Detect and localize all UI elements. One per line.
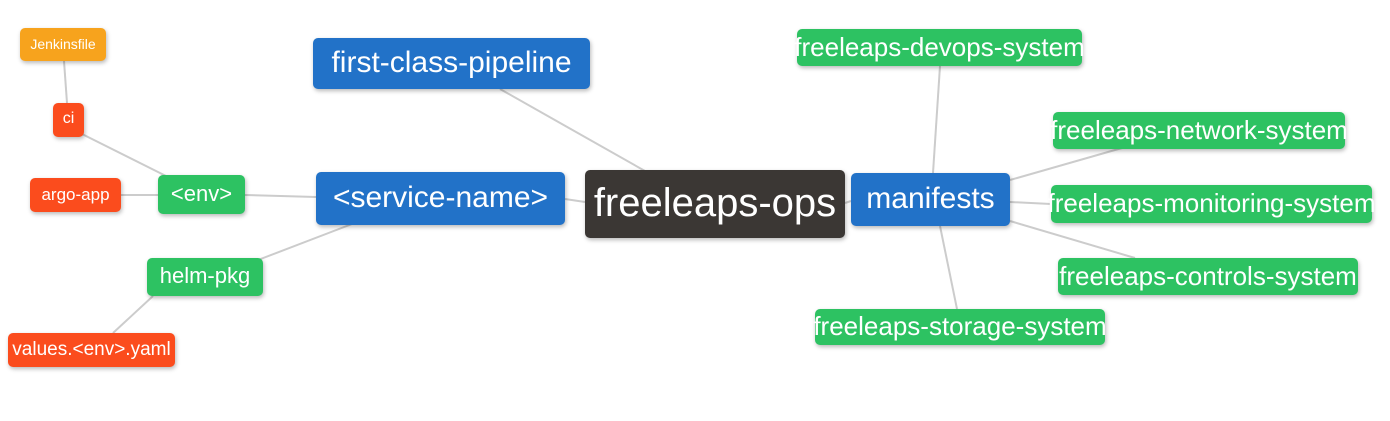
node-label: first-class-pipeline xyxy=(331,45,572,79)
node-service-name[interactable]: <service-name> xyxy=(316,172,565,225)
node-devops-system[interactable]: freeleaps-devops-system xyxy=(794,29,1085,66)
edge-env-to-service-name xyxy=(244,194,317,198)
node-values-env-yaml[interactable]: values.<env>.yaml xyxy=(8,333,175,367)
node-freeleaps-ops[interactable]: freeleaps-ops xyxy=(585,170,845,238)
node-label: values.<env>.yaml xyxy=(12,338,171,360)
node-manifests[interactable]: manifests xyxy=(851,173,1010,226)
edge-manifests-to-monitoring-system xyxy=(1009,201,1052,205)
node-controls-system[interactable]: freeleaps-controls-system xyxy=(1058,258,1358,295)
node-label: <env> xyxy=(170,180,233,206)
edge-service-name-to-helm-pkg xyxy=(257,223,353,261)
node-label: freeleaps-ops xyxy=(593,181,837,225)
node-label: ci xyxy=(62,110,75,127)
node-helm-pkg[interactable]: helm-pkg xyxy=(147,258,263,296)
edge-service-name-to-freeleaps-ops xyxy=(564,198,586,203)
edge-manifests-to-network-system xyxy=(1009,147,1123,181)
node-label: freeleaps-network-system xyxy=(1050,114,1348,145)
edge-first-class-pipeline-to-freeleaps-ops xyxy=(499,88,646,172)
node-monitoring-system[interactable]: freeleaps-monitoring-system xyxy=(1048,185,1376,223)
node-label: manifests xyxy=(866,181,995,215)
node-label: Jenkinsfile xyxy=(30,35,96,52)
node-first-class-pipeline[interactable]: first-class-pipeline xyxy=(313,38,590,89)
node-label: freeleaps-devops-system xyxy=(794,31,1085,62)
node-jenkinsfile[interactable]: Jenkinsfile xyxy=(20,28,106,61)
node-label: <service-name> xyxy=(332,180,549,214)
node-env[interactable]: <env> xyxy=(158,175,245,214)
node-label: freeleaps-controls-system xyxy=(1059,260,1357,291)
edge-manifests-to-storage-system xyxy=(939,225,958,310)
edge-jenkinsfile-to-ci xyxy=(63,60,68,104)
node-label: freeleaps-monitoring-system xyxy=(1047,188,1376,218)
node-network-system[interactable]: freeleaps-network-system xyxy=(1050,112,1348,149)
edge-manifests-to-controls-system xyxy=(1009,220,1136,259)
edge-helm-pkg-to-values-env-yaml xyxy=(112,295,154,334)
node-label: helm-pkg xyxy=(159,263,251,288)
node-ci[interactable]: ci xyxy=(53,103,84,137)
node-label: argo-app xyxy=(41,184,110,204)
node-argo-app[interactable]: argo-app xyxy=(30,178,121,212)
edge-manifests-to-devops-system xyxy=(932,65,941,174)
node-label: freeleaps-storage-system xyxy=(813,311,1107,341)
node-storage-system[interactable]: freeleaps-storage-system xyxy=(813,309,1107,345)
edge-ci-to-env xyxy=(81,133,169,178)
